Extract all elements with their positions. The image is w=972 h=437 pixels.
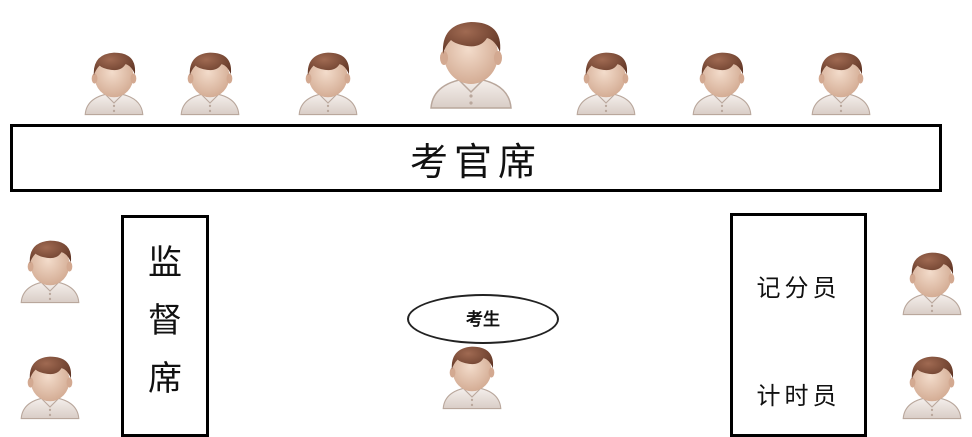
supervisor-table-char: 督	[148, 301, 182, 341]
supervisor-table-char: 席	[148, 359, 182, 399]
supervisor-table: 监 督 席	[121, 215, 209, 437]
scorer-label: 记分员	[756, 274, 841, 302]
examiner-table-label: 考官席	[409, 139, 542, 184]
supervisor-person-icon	[14, 348, 86, 420]
examiner-person-icon	[686, 44, 758, 116]
examiner-person-icon	[292, 44, 364, 116]
examiner-person-icon	[78, 44, 150, 116]
scorer-timer-table: 记分员 计时员	[730, 213, 867, 437]
timer-label: 计时员	[756, 382, 841, 410]
examiner-person-icon	[174, 44, 246, 116]
examiner-person-icon	[805, 44, 877, 116]
candidate-label: 考生	[466, 310, 500, 330]
supervisor-table-char: 监	[148, 243, 182, 283]
candidate-label-oval: 考生	[407, 294, 559, 344]
timer-person-icon	[896, 348, 968, 420]
candidate-person-icon	[436, 338, 508, 410]
examiner-table: 考官席	[10, 124, 942, 192]
supervisor-person-icon	[14, 232, 86, 304]
scorer-person-icon	[896, 244, 968, 316]
chief-examiner-person-icon	[421, 10, 521, 110]
examiner-person-icon	[570, 44, 642, 116]
